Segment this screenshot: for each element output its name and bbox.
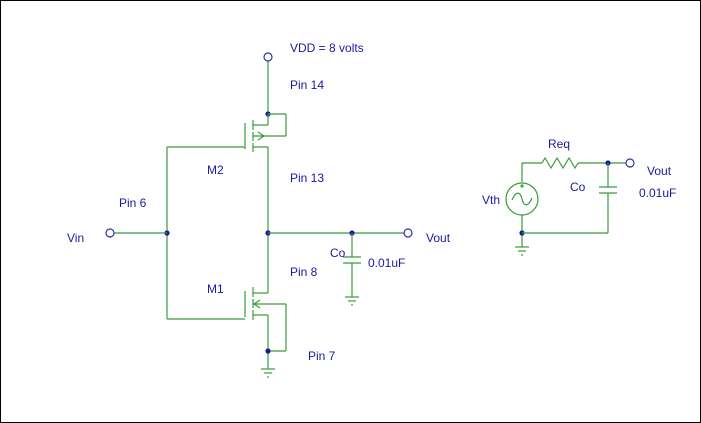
ground-icon (515, 246, 529, 256)
vout-left-terminal (403, 228, 413, 238)
resistor-req (541, 156, 579, 170)
co-right-label: Co (570, 180, 586, 194)
capacitor-co-right (599, 163, 617, 233)
co-left-value: 0.01uF (368, 256, 405, 270)
m2-label: M2 (207, 163, 224, 177)
vdd-terminal (263, 52, 273, 62)
vin-label: Vin (67, 231, 84, 245)
pin6-label: Pin 6 (119, 196, 147, 210)
pin8-label: Pin 8 (290, 265, 318, 279)
pmos-m2-transistor (167, 111, 287, 166)
co-right-value: 0.01uF (639, 186, 676, 200)
pin7-label: Pin 7 (308, 349, 336, 363)
vout-right-label: Vout (647, 164, 672, 178)
nmos-m1-transistor (167, 287, 287, 369)
ground-icon (261, 368, 275, 378)
vth-label: Vth (482, 193, 500, 207)
ground-icon (345, 296, 359, 306)
vout-left-label: Vout (426, 231, 451, 245)
pin14-label: Pin 14 (290, 78, 324, 92)
vdd-label: VDD = 8 volts (290, 41, 364, 55)
req-label: Req (548, 137, 570, 151)
vout-right-terminal (625, 158, 635, 168)
pin13-label: Pin 13 (290, 171, 324, 185)
pin7-node (265, 348, 271, 354)
capacitor-co-left (343, 233, 361, 297)
m1-label: M1 (207, 282, 224, 296)
ac-source-icon (505, 182, 539, 216)
co-left-label: Co (330, 246, 346, 260)
vin-terminal (105, 228, 115, 238)
